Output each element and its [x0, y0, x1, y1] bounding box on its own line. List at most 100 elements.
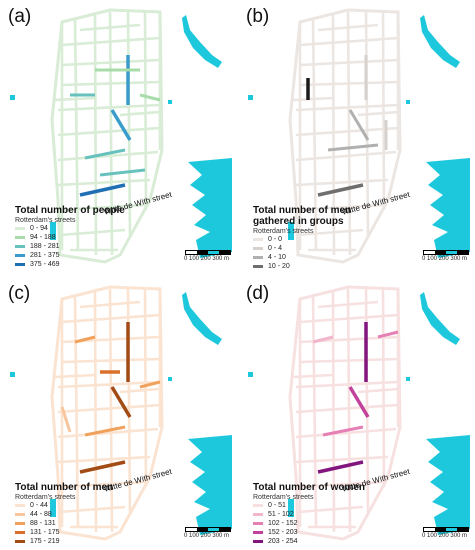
street-segment-classified [312, 335, 334, 344]
legend-swatch [253, 522, 263, 525]
street-segment [57, 427, 159, 439]
street-segment [299, 357, 399, 364]
legend-subtitle: Rotterdam's streets [253, 228, 314, 235]
water-body [288, 499, 294, 517]
street-map-c [10, 285, 232, 541]
street-segment [295, 380, 399, 389]
street-segment-classified [348, 109, 370, 141]
water-body [182, 15, 222, 68]
map-legend: Total number of women Rotterdam's street… [253, 482, 373, 546]
street-segment [295, 178, 389, 187]
legend-range: 131 - 175 [30, 529, 60, 536]
water-body [420, 292, 460, 345]
street-segment [299, 36, 399, 47]
street-segment [381, 288, 386, 488]
legend-range: 0 - 4 [268, 245, 283, 252]
water-body [406, 100, 410, 104]
street-segment [346, 288, 352, 533]
water-body [50, 499, 56, 517]
street-segment-classified [99, 168, 146, 177]
scale-label: 0 100 200 300 m [184, 256, 230, 262]
street-segment [297, 228, 364, 237]
street-segment-classified [74, 335, 96, 344]
map-legend: Total number of men gathered in groups R… [253, 205, 373, 272]
legend-item: 88 - 131 [15, 519, 135, 528]
water-body [182, 292, 222, 345]
legend-title: Total number of men [15, 482, 114, 493]
street-segment [295, 126, 399, 137]
street-map-b [248, 8, 470, 264]
panel-label: (d) [246, 283, 270, 304]
street-segment [59, 480, 146, 489]
water-body [248, 95, 253, 100]
legend-item: 175 - 219 [15, 537, 135, 546]
street-segment [357, 110, 399, 117]
legend-range: 0 - 51 [268, 502, 286, 509]
map-panel-b: (b) Witte de With street Total number of… [238, 0, 471, 272]
street-segment [59, 203, 146, 212]
street-segment [59, 228, 126, 237]
legend-item: 0 - 94 [15, 224, 135, 233]
scale-bar: 0 100 200 300 m [422, 250, 470, 266]
legend-swatch [15, 522, 25, 525]
street-segment [295, 403, 399, 414]
map-legend: Total number of men Rotterdam's streets … [15, 482, 135, 546]
water-body [420, 15, 460, 68]
street-segment [346, 11, 352, 256]
legend-range: 102 - 152 [268, 520, 298, 527]
street-segment-classified [139, 380, 161, 389]
street-segment [317, 300, 379, 309]
scale-bar-graphic [185, 527, 231, 532]
legend-title: Total number of men gathered in groups [253, 205, 352, 227]
legend-item: 102 - 152 [253, 519, 373, 528]
street-segment [57, 178, 151, 187]
legend-swatch [253, 531, 263, 534]
street-segment-classified [322, 425, 364, 437]
street-segment-classified [317, 183, 364, 197]
legend-range: 51 - 102 [268, 511, 294, 518]
district-outline [288, 285, 402, 541]
street-segment-classified [377, 330, 399, 339]
district-outline [50, 8, 164, 264]
scale-label: 0 100 200 300 m [184, 533, 230, 539]
legend-swatch [253, 504, 263, 507]
street-segment [295, 103, 399, 112]
street-segment [299, 58, 399, 67]
street-segment [61, 80, 161, 87]
street-segment [79, 23, 141, 32]
street-segment [119, 110, 161, 117]
street-segment [54, 373, 96, 379]
street-segment [119, 387, 161, 394]
street-segment [93, 291, 98, 533]
legend-swatch [15, 227, 25, 230]
water-body [248, 372, 253, 377]
street-segment [61, 313, 161, 324]
street-segment [364, 11, 370, 236]
street-segment [108, 11, 114, 256]
water-body [168, 100, 172, 104]
street-map-a [10, 8, 232, 264]
legend-range: 44 - 88 [30, 511, 52, 518]
street-segment [331, 14, 336, 256]
legend-swatch [15, 236, 25, 239]
legend-swatch [15, 245, 25, 248]
legend-item: 44 - 88 [15, 510, 135, 519]
street-segment [299, 313, 399, 324]
legend-swatch [15, 540, 25, 543]
street-segment [299, 80, 399, 87]
legend-range: 188 - 281 [30, 243, 60, 250]
legend-range: 0 - 44 [30, 502, 48, 509]
legend-title: Total number of people [15, 205, 125, 216]
legend-item: 203 - 254 [253, 537, 373, 546]
legend-item: 20 - 30 [253, 271, 373, 272]
legend-range: 281 - 375 [30, 252, 60, 259]
street-segment [381, 11, 386, 211]
street-segment [108, 288, 114, 533]
street-segment [143, 288, 148, 488]
scale-label: 0 100 200 300 m [422, 256, 468, 262]
scale-bar-graphic [423, 527, 469, 532]
street-segment [317, 23, 379, 32]
legend-swatch [15, 254, 25, 257]
